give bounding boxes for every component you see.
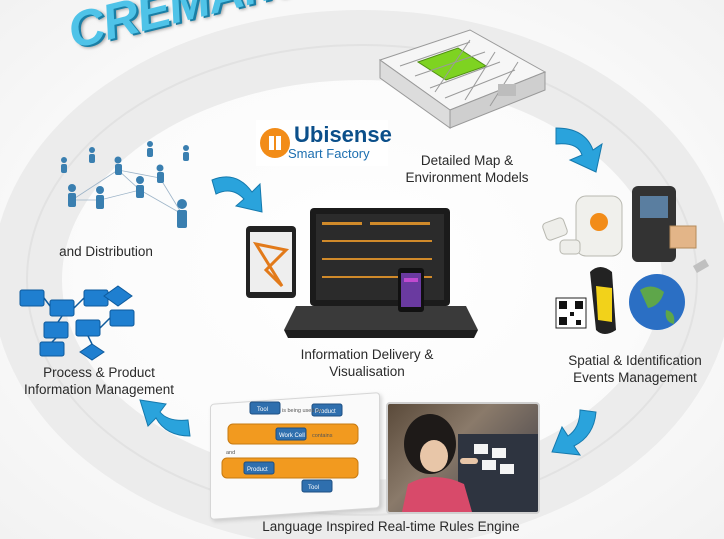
cycle-arrow-center [211,176,263,213]
rule-box-label: Tool [308,485,319,491]
cycle-arrow-top-right [555,127,603,173]
stage-label-rules: Language Inspired Real-time Rules Engine [236,518,546,535]
rule-box-label: Tool [257,407,268,413]
rule-phrase: contains [312,433,333,439]
label-line: Spatial & Identification [568,353,702,368]
label-line: Process & Product [43,365,155,380]
network-people [61,141,189,228]
rule-box-label: Product [247,467,268,473]
rule-box-label: Product [315,409,336,415]
ubisense-logo-icon [260,128,290,158]
logo-name: Ubisense [294,122,392,147]
rule-phrase: is being used on [282,408,322,414]
cycle-ring-edge [26,44,698,516]
label-line: and Distribution [59,244,153,259]
cycle-arrow-right [551,409,597,456]
touchscreen-photo-art [402,414,538,512]
cycle-arrow-left [139,399,191,437]
stage-label-process: Process & Product Information Management [4,364,194,398]
stage-label-spatial: Spatial & Identification Events Manageme… [550,352,720,386]
label-line: Detailed Map & [420,153,514,168]
label-line: Events Management [573,370,697,385]
label-line: Language Inspired Real-time Rules Engine [262,519,520,534]
label-line: Information Delivery & [300,347,434,362]
stage-label-distribution: and Distribution [36,243,176,260]
touchscreen-photo [386,402,540,514]
rule-phrase: and [226,450,235,456]
stage-label-map: Detailed Map & Environment Models [392,152,542,186]
label-line: Information Management [23,382,175,397]
stage-label-delivery: Information Delivery & Visualisation [282,346,452,380]
ubisense-logo: Ubisense Smart Factory [256,120,392,166]
rule-box-label: Work Cell [279,433,305,439]
logo-subtitle: Smart Factory [288,146,370,161]
label-line: Environment Models [405,170,529,185]
label-line: Visualisation [329,364,405,379]
